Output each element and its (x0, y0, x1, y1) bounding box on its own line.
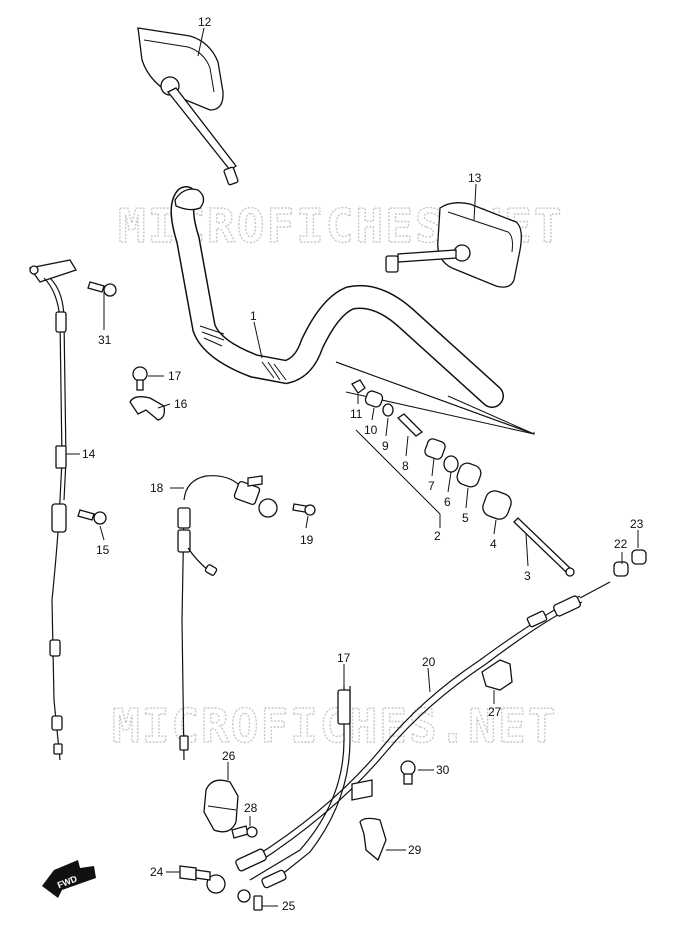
part-label-16: 16 (174, 397, 188, 411)
small-fasteners (179, 865, 263, 911)
part-label-6: 6 (444, 495, 451, 509)
part-label-17b: 17 (337, 651, 351, 665)
part-label-20: 20 (422, 655, 436, 669)
part-label-13: 13 (468, 171, 482, 185)
part-label-22: 22 (614, 537, 628, 551)
part-label-15: 15 (96, 543, 110, 557)
part-label-1: 1 (250, 309, 257, 323)
leader-lines (66, 27, 639, 907)
part-label-19: 19 (300, 533, 314, 547)
part-label-28: 28 (244, 801, 258, 815)
left-mirror (137, 27, 239, 186)
switch-housing (203, 779, 258, 839)
part-label-24: 24 (150, 865, 164, 879)
part-label-8: 8 (402, 459, 409, 473)
part-label-4: 4 (490, 537, 497, 551)
right-mirror (385, 202, 522, 288)
part-label-5: 5 (462, 511, 469, 525)
part-label-12: 12 (198, 15, 212, 29)
part-label-9: 9 (382, 439, 389, 453)
cable-clamp (129, 366, 166, 421)
handlebar (170, 186, 504, 408)
part-label-29: 29 (408, 843, 422, 857)
part-label-2: 2 (434, 529, 441, 543)
part-label-31: 31 (98, 333, 112, 347)
part-label-18: 18 (150, 481, 164, 495)
part-labels: 12 13 1 31 17 16 11 10 9 8 14 7 18 6 5 2… (82, 15, 644, 913)
forward-arrow-icon: FWD (42, 860, 96, 898)
part-label-17a: 17 (168, 369, 182, 383)
part-label-3: 3 (524, 569, 531, 583)
part-label-10: 10 (364, 423, 378, 437)
clutch-cable (28, 259, 117, 761)
part-label-30: 30 (436, 763, 450, 777)
part-label-27: 27 (488, 705, 502, 719)
bar-end-assembly (335, 361, 575, 577)
part-label-26: 26 (222, 749, 236, 763)
part-label-25: 25 (282, 899, 296, 913)
throttle-cables (206, 549, 647, 903)
part-label-11: 11 (350, 407, 363, 421)
part-label-23: 23 (630, 517, 644, 531)
switch-harness (177, 475, 316, 761)
part-label-14: 14 (82, 447, 96, 461)
part-label-7: 7 (428, 479, 435, 493)
